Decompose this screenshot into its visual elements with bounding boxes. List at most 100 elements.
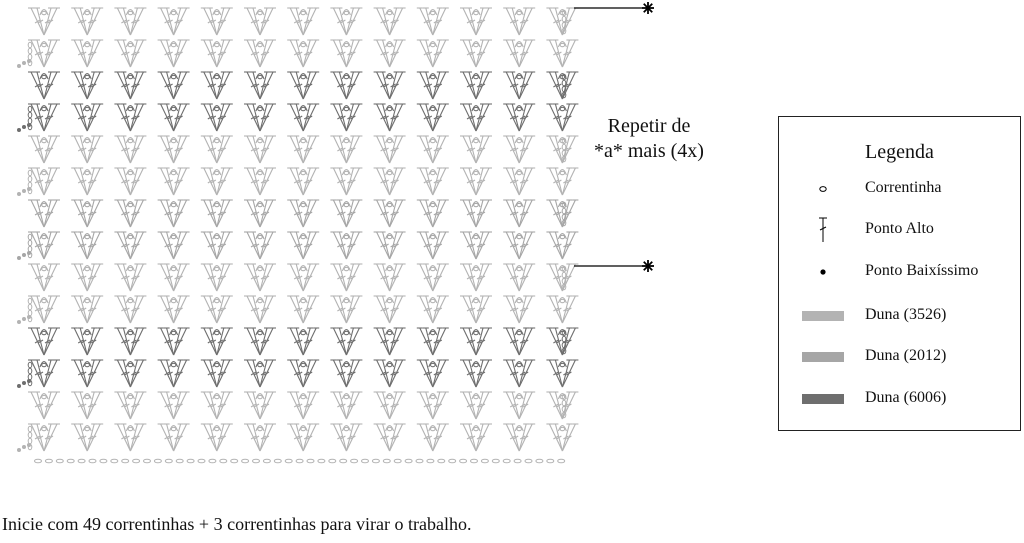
foundation-chain-stitch <box>197 458 206 464</box>
fan-stitch <box>157 295 190 324</box>
fan-stitch <box>503 295 536 324</box>
fan-stitch <box>460 359 492 388</box>
asterisk-icon <box>642 260 654 272</box>
foundation-chain-stitch <box>524 458 533 464</box>
fan-stitch <box>503 135 536 164</box>
chart-row <box>28 7 579 36</box>
legend-chain: Correntinha <box>779 176 1020 202</box>
fan-stitch <box>244 71 276 100</box>
fan-stitch <box>28 391 60 420</box>
fan-stitch <box>373 103 406 132</box>
chart-row <box>17 359 579 388</box>
fan-stitch <box>287 327 320 356</box>
fan-stitch <box>157 359 190 388</box>
fan-stitch <box>503 167 536 196</box>
fan-stitch <box>416 391 449 420</box>
fan-stitch <box>157 231 190 260</box>
legend-box: Legenda Correntinha Ponto Alto Ponto Bai… <box>778 116 1021 431</box>
fan-stitch <box>416 103 449 132</box>
fan-stitch <box>330 199 363 228</box>
fan-stitch <box>114 135 147 164</box>
fan-stitch <box>114 295 147 324</box>
fan-stitch <box>157 39 190 68</box>
fan-stitch <box>416 7 449 36</box>
fan-stitch <box>503 103 536 132</box>
fan-stitch <box>503 327 536 356</box>
fan-stitch <box>330 263 363 292</box>
slip-stitch-dots <box>17 123 31 132</box>
foundation-chain-stitch <box>99 458 108 464</box>
fan-stitch <box>546 327 579 356</box>
repeat-instruction-line-1: Repetir de <box>607 115 691 137</box>
fan-stitch <box>373 71 406 100</box>
chart-rows <box>17 7 579 452</box>
foundation-chain-stitch <box>230 458 239 464</box>
foundation-chain <box>34 458 566 464</box>
fan-stitch <box>157 167 190 196</box>
fan-stitch <box>244 231 276 260</box>
fan-stitch <box>373 359 406 388</box>
dot-icon <box>820 269 826 275</box>
legend-label: Duna (6006) <box>865 389 947 406</box>
legend-color-6006: Duna (6006) <box>779 386 1020 412</box>
fan-stitch <box>28 103 60 132</box>
fan-stitch <box>28 71 60 100</box>
chart-row <box>28 327 579 356</box>
fan-stitch <box>416 263 449 292</box>
fan-stitch <box>330 231 363 260</box>
fan-stitch <box>373 391 406 420</box>
fan-stitch <box>416 39 449 68</box>
fan-stitch <box>244 167 276 196</box>
fan-stitch <box>244 391 276 420</box>
fan-stitch <box>546 103 579 132</box>
fan-stitch <box>114 231 147 260</box>
chart-row <box>17 39 579 68</box>
fan-stitch <box>200 327 233 356</box>
fan-stitch <box>28 167 60 196</box>
fan-stitch <box>460 295 492 324</box>
slip-stitch-dots <box>17 443 31 452</box>
fan-stitch <box>71 231 104 260</box>
chart-row <box>17 231 579 260</box>
fan-stitch <box>416 167 449 196</box>
fan-stitch <box>244 295 276 324</box>
repeat-instruction-line-2: *a* mais (4x) <box>594 140 704 162</box>
foundation-chain-stitch <box>491 458 500 464</box>
fan-stitch <box>373 327 406 356</box>
fan-stitch <box>114 199 147 228</box>
foundation-chain-stitch <box>132 458 141 464</box>
turning-chain <box>561 329 567 355</box>
fan-stitch <box>373 199 406 228</box>
foundation-chain-stitch <box>557 458 566 464</box>
foundation-chain-stitch <box>262 458 271 464</box>
fan-stitch <box>244 263 276 292</box>
turning-chain <box>561 9 567 35</box>
fan-stitch <box>71 135 104 164</box>
chart-row <box>28 263 579 292</box>
fan-stitch <box>200 231 233 260</box>
fan-stitch <box>244 103 276 132</box>
foundation-chain-stitch <box>284 458 293 464</box>
legend-label: Ponto Baixíssimo <box>865 262 979 279</box>
fan-stitch <box>157 103 190 132</box>
fan-stitch <box>28 135 60 164</box>
fan-stitch <box>71 7 104 36</box>
fan-stitch <box>287 231 320 260</box>
fan-stitch <box>157 327 190 356</box>
fan-stitch <box>373 231 406 260</box>
fan-stitch <box>330 327 363 356</box>
legend-label: Ponto Alto <box>865 220 934 237</box>
fan-stitch <box>200 135 233 164</box>
foundation-chain-stitch <box>350 458 359 464</box>
fan-stitch <box>503 231 536 260</box>
slip-stitch-dots <box>17 187 31 196</box>
fan-stitch <box>460 39 492 68</box>
fan-stitch <box>28 231 60 260</box>
foundation-chain-stitch <box>66 458 75 464</box>
fan-stitch <box>200 423 233 452</box>
fan-stitch <box>71 263 104 292</box>
foundation-chain-stitch <box>77 458 86 464</box>
fan-stitch <box>546 295 579 324</box>
turning-chain <box>27 233 33 259</box>
